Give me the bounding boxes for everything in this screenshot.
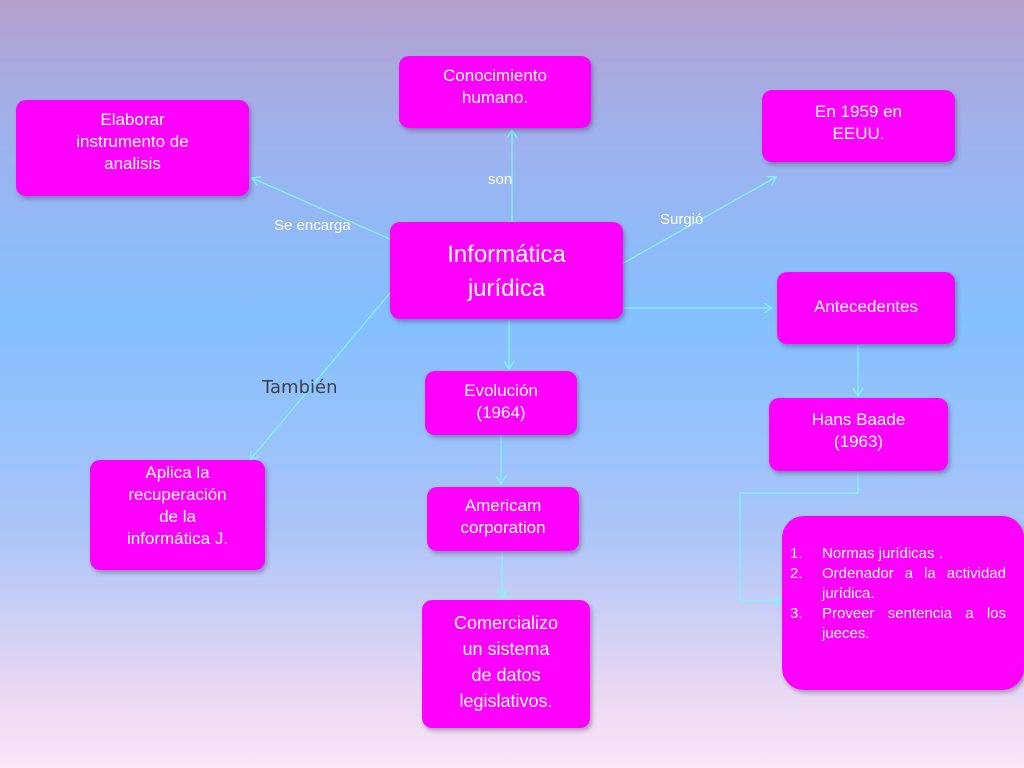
node-aplica: Aplica la recuperación de la informática… [90,460,265,570]
connector-hans-to-list [739,472,859,607]
list-item-number: 3. [790,605,803,622]
node-center-text: Informática jurídica [447,241,566,302]
list-item: 1. Normas jurídicas . [790,544,1006,564]
list-item: 2. Ordenador a la actividad jurídica. [790,564,1006,604]
node-american: Americam corporation [427,487,579,551]
antecedentes-list: 1. Normas jurídicas . 2. Ordenador a la … [790,544,1006,644]
list-item-text: Proveer sentencia a los jueces. [822,605,1006,642]
node-comercializo: Comercializo un sistema de datos legisla… [422,600,590,728]
node-surgio-date-text: En 1959 en EEUU. [815,102,902,143]
node-evolucion: Evolución (1964) [425,371,577,435]
node-aplica-text: Aplica la recuperación de la informática… [126,463,229,548]
node-antecedentes: Antecedentes [777,272,955,344]
label-se-encarga: Se encarga [274,217,351,234]
node-elaborar: Elaborar instrumento de analisis [16,100,249,196]
node-hans-baade: Hans Baade (1963) [769,398,948,471]
list-item-number: 1. [790,545,803,562]
label-son: son [488,171,513,188]
node-hans-baade-text: Hans Baade (1963) [811,410,906,451]
connector-center-to-aplica [249,292,391,461]
node-antecedentes-text: Antecedentes [814,297,918,316]
list-item-text: Normas jurídicas . [822,545,943,562]
node-antecedentes-list: 1. Normas jurídicas . 2. Ordenador a la … [782,516,1024,690]
node-evolucion-text: Evolución (1964) [464,381,538,422]
label-surgio: Surgió [660,211,704,228]
node-center: Informática jurídica [390,222,623,319]
node-american-text: Americam corporation [460,496,546,537]
connector-center-to-elaborar [250,176,393,241]
node-elaborar-text: Elaborar instrumento de analisis [76,110,189,173]
node-surgio-date: En 1959 en EEUU. [762,90,955,162]
node-conocimiento: Conocimiento humano. [399,56,591,128]
list-item-number: 2. [790,565,803,582]
label-tambien: También [262,377,338,398]
node-comercializo-text: Comercializo un sistema de datos legisla… [453,613,559,711]
node-conocimiento-text: Conocimiento humano. [443,66,547,107]
list-item: 3. Proveer sentencia a los jueces. [790,604,1006,644]
list-item-text: Ordenador a la actividad jurídica. [822,565,1006,602]
connector-center-to-surgio-date [619,175,778,266]
